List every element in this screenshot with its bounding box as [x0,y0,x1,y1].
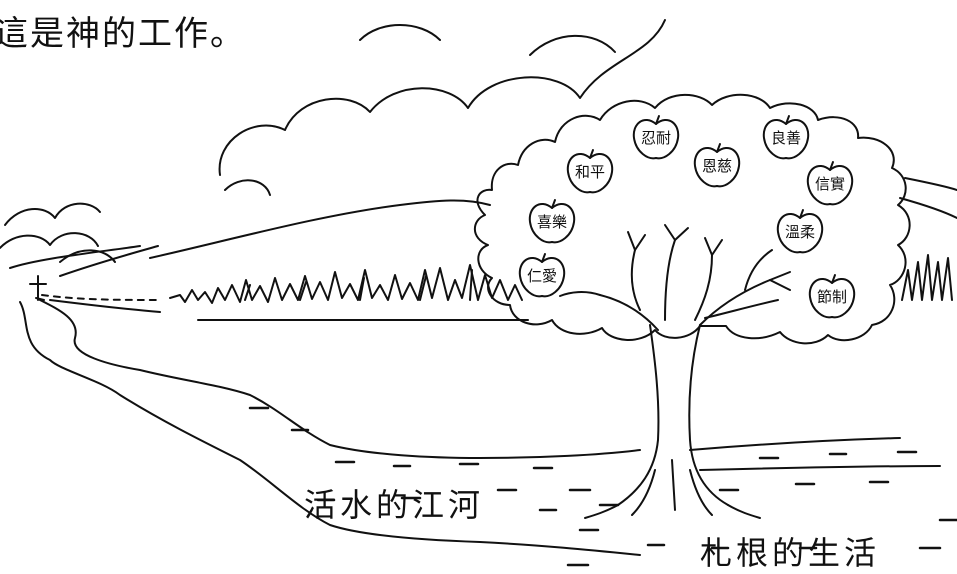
fruit-self-control: 節制 [808,274,856,319]
cross-icon [29,275,47,301]
clouds [0,19,666,263]
tree-crown [473,93,911,345]
fruit-peace: 和平 [566,149,614,194]
grass [169,254,953,304]
fruit-joy: 喜樂 [528,199,576,244]
fruit-kindness-label: 恩慈 [702,157,732,175]
fruit-faithfulness: 信實 [806,161,854,206]
fruit-apples: 仁愛 喜樂 和平 忍耐 恩慈 良善 信實 [518,115,856,319]
tree-roots [584,504,761,519]
fruit-kindness: 恩慈 [693,143,741,188]
fruit-goodness-label: 良善 [771,129,801,147]
fruit-patience-label: 忍耐 [641,129,671,147]
fruit-joy-label: 喜樂 [537,213,567,231]
heading-text: 這是神的工作。 [0,14,246,54]
river-label: 活水的江河 [304,486,485,524]
roots-label: 札根的生活 [700,534,881,572]
fruit-goodness: 良善 [762,115,810,160]
fruit-self-control-label: 節制 [817,288,847,306]
fruit-love: 仁愛 [518,253,566,298]
tree-trunk [559,224,791,516]
hills [9,177,957,269]
river [19,299,957,567]
fruit-faithfulness-label: 信實 [815,175,845,193]
fruit-gentleness-label: 溫柔 [785,223,815,241]
fruit-peace-label: 和平 [575,163,605,181]
fruit-love-label: 仁愛 [527,267,557,285]
fruit-gentleness: 溫柔 [776,209,824,254]
distant-road [41,245,161,313]
fruit-patience: 忍耐 [632,115,680,160]
